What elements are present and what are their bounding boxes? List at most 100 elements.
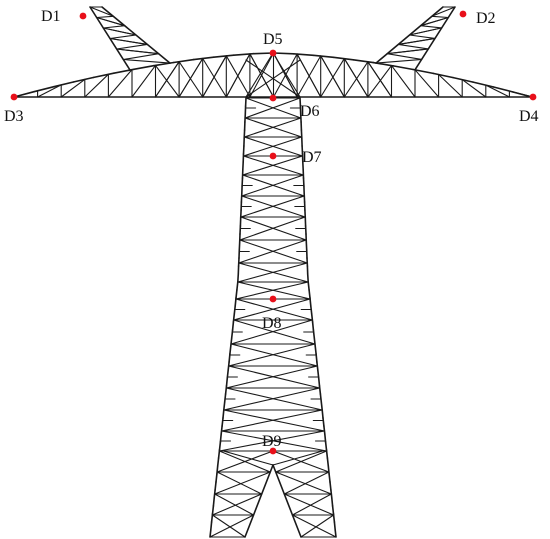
tower-cross-brace: [237, 262, 308, 283]
point-d7-marker: [269, 152, 277, 160]
tower-right-leg: [329, 481, 332, 491]
arm-diagonal: [107, 69, 133, 98]
arm-diagonal: [320, 55, 345, 98]
leg-split-brace: [272, 450, 324, 466]
tower-cross-brace: [243, 117, 302, 138]
point-d6-marker: [269, 94, 277, 102]
leg-brace: [211, 493, 263, 516]
tower-cross-brace: [230, 343, 318, 367]
inner-left-leg: [244, 464, 274, 538]
tower-right-leg: [320, 401, 324, 411]
arm-diagonal: [178, 57, 204, 98]
arm-diagonal: [508, 90, 534, 98]
arm-diagonal: [154, 61, 180, 98]
tower-left-leg: [236, 281, 239, 291]
tower-left-leg: [209, 529, 212, 538]
tower-left-leg: [225, 377, 229, 387]
tower-left-leg: [221, 417, 224, 427]
tower-left-leg: [235, 289, 238, 299]
junction-brace: [245, 52, 274, 98]
tower-right-leg: [334, 529, 337, 538]
leg-split-brace: [222, 450, 274, 466]
leg-brace: [283, 471, 330, 495]
right-peak-diagonal: [397, 37, 436, 45]
arm-diagonal: [202, 55, 227, 98]
right-peak-diagonal: [408, 27, 443, 36]
arm-diagonal: [84, 73, 109, 98]
tower-left-leg: [216, 457, 220, 467]
tower-cross-brace: [238, 239, 307, 264]
junction-brace: [245, 59, 301, 98]
arm-diagonal: [320, 58, 345, 98]
tower-cross-brace: [220, 409, 323, 432]
tower-cross-brace: [225, 365, 318, 389]
tower-cross-brace: [235, 281, 309, 300]
tower-cross-brace: [239, 216, 306, 241]
point-d3-label: D3: [4, 108, 24, 125]
leg-brace: [209, 514, 255, 538]
arm-top-chord: [272, 52, 295, 55]
leg-brace: [300, 514, 335, 538]
tower-left-leg: [237, 273, 240, 283]
tower-right-leg: [331, 505, 335, 515]
tower-left-leg: [223, 401, 226, 411]
leg-brace: [291, 493, 332, 516]
arm-diagonal: [272, 53, 298, 98]
tower-left-leg: [229, 345, 232, 355]
tower-cross-brace: [228, 343, 316, 367]
arm-top-chord: [472, 81, 494, 88]
arm-diagonal: [131, 64, 157, 98]
arm-diagonal: [461, 79, 487, 98]
tower-left-leg: [222, 409, 225, 419]
leg-brace: [216, 450, 274, 473]
right-peak-strut: [408, 34, 436, 39]
junction-brace: [272, 52, 301, 98]
tower-right-leg: [319, 393, 323, 403]
point-d5-label: D5: [263, 31, 283, 48]
arm-diagonal: [343, 61, 369, 98]
tower-left-leg: [230, 337, 233, 347]
point-d2-marker: [459, 10, 467, 18]
point-d5-marker: [269, 49, 277, 57]
tower-right-leg: [318, 385, 322, 395]
point-d1-label: D1: [41, 8, 61, 25]
right-peak-strut: [431, 15, 449, 19]
tower-left-leg: [215, 473, 218, 483]
tower-cross-brace: [241, 174, 304, 197]
arm-top-chord: [53, 81, 75, 88]
tower-truss: [13, 6, 534, 538]
left-peak-strut: [122, 53, 160, 61]
arm-top-chord: [172, 58, 195, 64]
tower-right-leg: [328, 473, 331, 483]
left-peak-strut: [96, 15, 114, 19]
tower-cross-brace: [233, 319, 316, 345]
tower-left-leg: [230, 329, 234, 339]
arm-top-chord: [392, 65, 415, 71]
tower-right-leg: [306, 273, 310, 283]
leg-brace: [214, 493, 255, 516]
arm-top-chord: [192, 56, 215, 61]
point-d4-marker: [529, 93, 537, 101]
tower-left-leg: [223, 393, 227, 403]
left-peak-diagonal: [96, 16, 126, 27]
arm-diagonal: [343, 58, 369, 98]
tower-cross-brace: [240, 195, 305, 218]
arm-top-chord: [93, 72, 115, 79]
point-d8-marker: [269, 295, 277, 303]
tower-right-leg: [310, 313, 314, 323]
tower-left-leg: [211, 505, 215, 515]
right-peak-strut: [386, 53, 423, 60]
tower-right-leg: [323, 425, 326, 435]
tower-right-leg: [311, 321, 315, 331]
arm-diagonal: [414, 69, 440, 98]
point-d8-label: D8: [262, 315, 282, 332]
arm-top-chord: [133, 64, 155, 71]
tower-cross-brace: [228, 365, 321, 389]
tower-right-leg: [313, 337, 317, 347]
tower-cross-brace: [242, 155, 304, 176]
tower-right-leg: [314, 345, 317, 355]
tower-cross-brace: [218, 430, 326, 452]
arm-diagonal: [438, 73, 463, 98]
right-peak-strut: [397, 43, 429, 50]
right-peak-diagonal: [386, 48, 429, 55]
